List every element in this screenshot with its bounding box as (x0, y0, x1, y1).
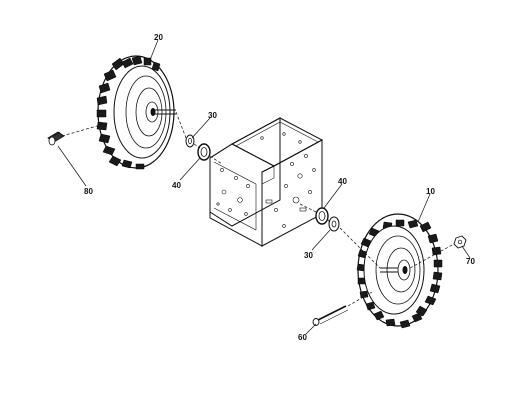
washer-icon (328, 216, 340, 232)
assembly-lines (61, 111, 455, 307)
callout-70: 70 (466, 257, 475, 266)
left-wheel-tire-icon (96, 55, 176, 170)
right-wheel-tire-icon (356, 213, 443, 329)
spacer-ring-icon (315, 207, 329, 225)
frame-housing (209, 117, 324, 247)
valve-cap-icon (47, 131, 65, 146)
spacer-ring-icon (197, 143, 211, 161)
hex-nut-icon (453, 235, 467, 249)
callout-80: 80 (84, 187, 93, 196)
callout-labels: 20 30 40 80 40 30 10 70 60 (84, 33, 475, 342)
callout-40-lower: 40 (338, 177, 347, 186)
callout-30-lower: 30 (304, 251, 313, 260)
callout-40-upper: 40 (172, 181, 181, 190)
leader-lines (57, 39, 471, 335)
callout-10: 10 (426, 187, 435, 196)
callout-60: 60 (298, 333, 307, 342)
clevis-pin-icon (312, 305, 349, 326)
callout-30-upper: 30 (208, 111, 217, 120)
callout-20: 20 (154, 33, 163, 42)
